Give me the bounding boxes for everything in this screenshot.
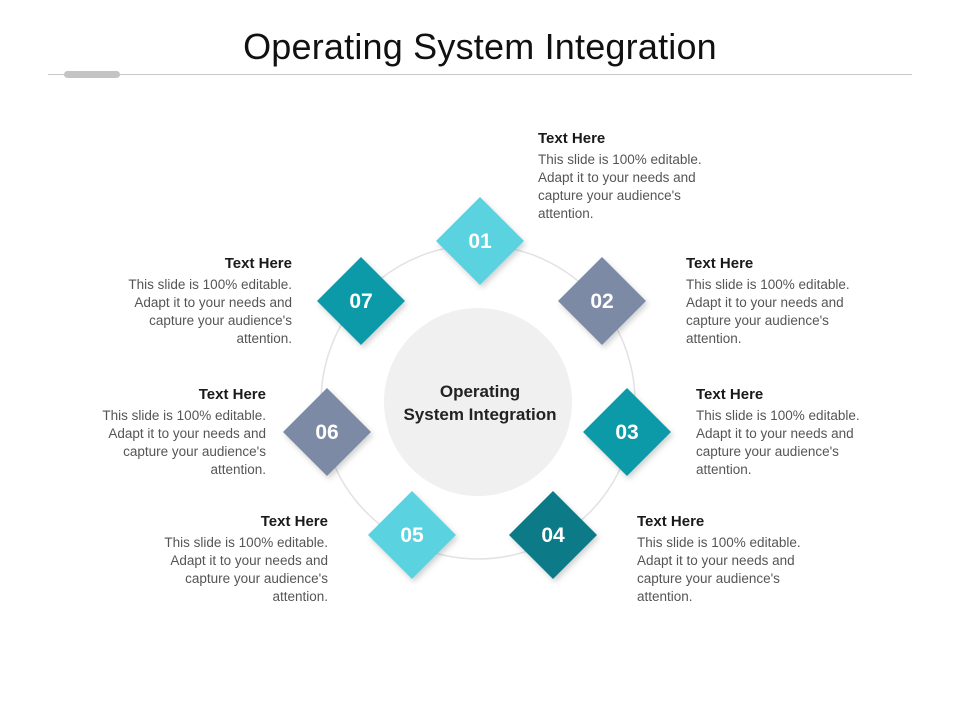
step-03-text: Text Here This slide is 100% editable. A… bbox=[696, 386, 866, 479]
step-07-heading: Text Here bbox=[224, 255, 292, 272]
title-divider bbox=[48, 74, 912, 75]
step-05-diamond: 05 bbox=[368, 491, 456, 579]
step-04-diamond: 04 bbox=[509, 491, 597, 579]
step-06-heading: Text Here bbox=[198, 386, 266, 403]
step-04-diamond-shape bbox=[509, 491, 597, 579]
step-07-text: Text Here This slide is 100% editable. A… bbox=[122, 255, 292, 348]
step-03-diamond: 03 bbox=[583, 388, 671, 476]
step-04-body: This slide is 100% editable. Adapt it to… bbox=[637, 535, 801, 604]
step-07-diamond-shape bbox=[317, 257, 405, 345]
step-01-number: 01 bbox=[468, 230, 492, 253]
center-label-line-1: Operating bbox=[439, 382, 521, 401]
step-01-diamond-shape bbox=[436, 197, 524, 285]
title-accent-bar bbox=[64, 71, 120, 78]
step-06-number: 06 bbox=[315, 421, 338, 444]
step-05-heading: Text Here bbox=[260, 513, 328, 530]
step-07-diamond: 07 bbox=[317, 257, 405, 345]
step-01-heading: Text Here bbox=[538, 130, 606, 147]
step-04-text: Text Here This slide is 100% editable. A… bbox=[637, 513, 807, 606]
step-07-number: 07 bbox=[349, 290, 372, 313]
step-01-text: Text Here This slide is 100% editable. A… bbox=[538, 130, 708, 223]
step-02-diamond-shape bbox=[558, 257, 646, 345]
step-06-text: Text Here This slide is 100% editable. A… bbox=[96, 386, 266, 479]
step-02-diamond: 02 bbox=[558, 257, 646, 345]
step-03-diamond-shape bbox=[583, 388, 671, 476]
step-03-number: 03 bbox=[615, 421, 638, 444]
step-06-diamond: 06 bbox=[283, 388, 371, 476]
step-02-text: Text Here This slide is 100% editable. A… bbox=[686, 255, 856, 348]
center-label: Operating System Integration bbox=[388, 380, 572, 426]
step-04-heading: Text Here bbox=[637, 513, 705, 530]
step-02-number: 02 bbox=[590, 290, 613, 313]
center-circle bbox=[384, 308, 572, 496]
step-06-body: This slide is 100% editable. Adapt it to… bbox=[102, 408, 266, 477]
step-05-text: Text Here This slide is 100% editable. A… bbox=[158, 513, 328, 606]
step-01-body: This slide is 100% editable. Adapt it to… bbox=[538, 152, 702, 221]
step-02-heading: Text Here bbox=[686, 255, 754, 272]
center-label-line-2: System Integration bbox=[403, 405, 557, 424]
step-05-body: This slide is 100% editable. Adapt it to… bbox=[164, 535, 328, 604]
slide-title: Operating System Integration bbox=[243, 26, 717, 67]
step-02-body: This slide is 100% editable. Adapt it to… bbox=[686, 277, 850, 346]
step-01-diamond: 01 bbox=[436, 197, 524, 285]
step-05-diamond-shape bbox=[368, 491, 456, 579]
step-07-body: This slide is 100% editable. Adapt it to… bbox=[128, 277, 292, 346]
step-06-diamond-shape bbox=[283, 388, 371, 476]
step-04-number: 04 bbox=[541, 524, 565, 547]
step-05-number: 05 bbox=[400, 524, 424, 547]
step-03-body: This slide is 100% editable. Adapt it to… bbox=[696, 408, 860, 477]
step-03-heading: Text Here bbox=[696, 386, 764, 403]
